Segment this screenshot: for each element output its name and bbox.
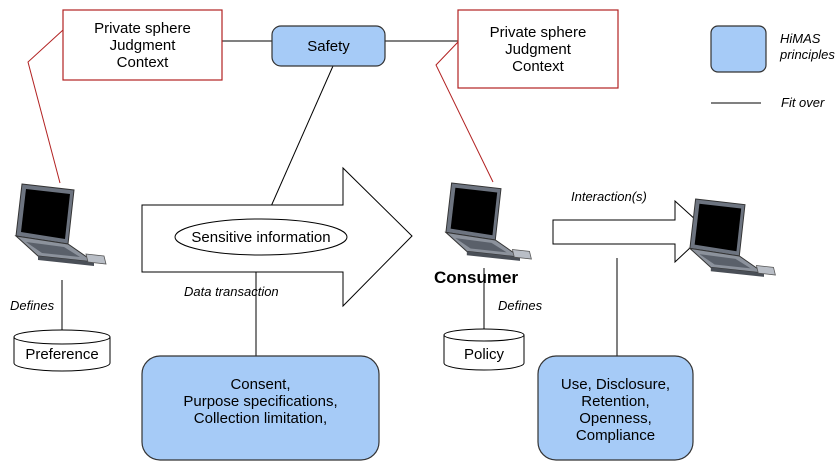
connector-left-sphere-laptop <box>27 29 64 184</box>
legend-principles-swatch <box>710 25 767 73</box>
preference-text: Preference <box>25 345 99 363</box>
sensitive-information-ellipse <box>174 218 348 256</box>
private-sphere-right-box <box>457 9 619 89</box>
principles-right-box <box>537 355 694 461</box>
database-cylinder-icon <box>13 329 111 372</box>
laptop-icon <box>689 198 776 278</box>
laptop-icon <box>15 183 107 267</box>
sensitive-information-text: Sensitive information <box>191 228 331 246</box>
private-sphere-left-text: Private sphere Judgment Context <box>63 10 222 80</box>
private-sphere-left-box <box>62 9 223 81</box>
principle-use-disclosure: Use, Disclosure, <box>560 376 671 393</box>
legend-principles-label-1: HiMAS <box>780 31 821 46</box>
principle-purpose-specifications: Purpose specifications, <box>183 392 338 410</box>
safety-text: Safety <box>307 37 350 55</box>
database-cylinder-icon <box>443 328 525 371</box>
interactions-label: Interaction(s) <box>571 189 647 204</box>
defines-right-label: Defines <box>498 298 543 313</box>
legend-fit-over-label: Fit over <box>781 95 825 110</box>
data-transaction-label: Data transaction <box>184 284 279 299</box>
legend-principles-label-2: principles <box>780 47 835 62</box>
private-sphere-left-line-3: Context <box>116 53 169 71</box>
laptop-icon <box>445 182 532 262</box>
consumer-label: Consumer <box>434 268 519 287</box>
connector-right-sphere-laptop <box>435 41 494 183</box>
principles-right-text: Use, Disclosure, Retention, Openness, Co… <box>538 370 693 450</box>
private-sphere-left-line-2: Judgment <box>109 36 176 54</box>
connector-safety-sensitive <box>264 65 334 221</box>
policy-label: Policy <box>444 344 524 364</box>
private-sphere-right-line-2: Judgment <box>505 40 571 58</box>
principle-compliance: Compliance <box>575 427 656 444</box>
preference-label: Preference <box>14 344 110 364</box>
policy-text: Policy <box>463 345 504 363</box>
principles-left-box <box>141 355 380 461</box>
principles-left-text: Consent, Purpose specifications, Collect… <box>142 370 379 432</box>
defines-left-label: Defines <box>10 298 55 313</box>
principle-collection-limitation: Collection limitation, <box>193 409 328 427</box>
principle-retention: Retention, <box>581 393 650 410</box>
principle-consent: Consent, <box>230 375 291 393</box>
private-sphere-right-line-3: Context <box>512 57 564 75</box>
private-sphere-right-text: Private sphere Judgment Context <box>458 10 618 88</box>
interaction-arrow <box>552 199 709 264</box>
red-connectors <box>27 29 494 184</box>
principle-openness: Openness, <box>579 410 652 427</box>
safety-label: Safety <box>272 26 385 66</box>
private-sphere-left-line-1: Private sphere <box>94 19 191 37</box>
sensitive-information-label: Sensitive information <box>175 219 347 255</box>
private-sphere-right-line-1: Private sphere <box>489 23 587 41</box>
safety-box <box>271 25 386 67</box>
